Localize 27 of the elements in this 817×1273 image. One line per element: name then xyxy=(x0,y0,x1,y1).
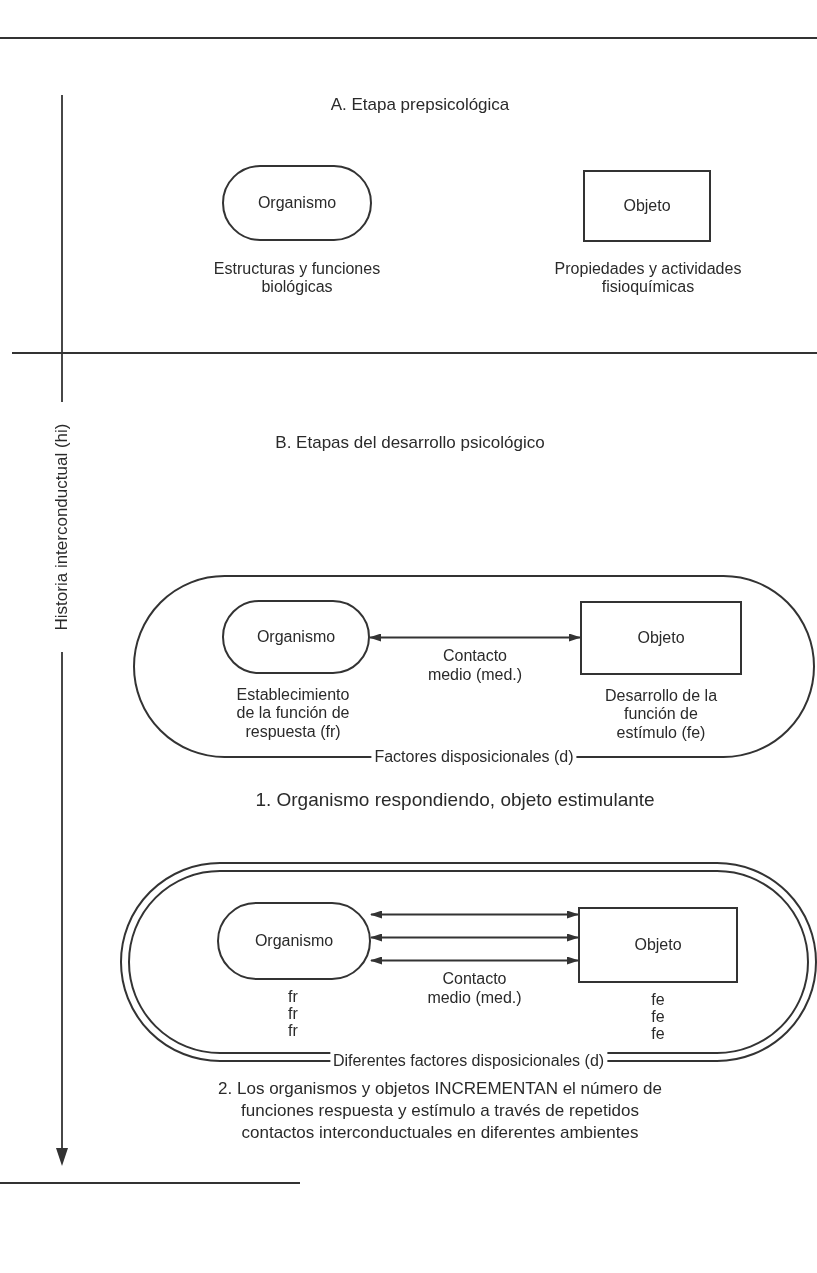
node-label: Organismo xyxy=(256,628,336,646)
node-label: Organismo xyxy=(257,194,337,212)
node-label: Organismo xyxy=(254,932,334,950)
node-label: Objeto xyxy=(634,936,682,954)
node-caption: fr xyxy=(287,1022,299,1041)
double-arrow xyxy=(369,633,581,642)
section-heading: A. Etapa prepsicológica xyxy=(329,94,511,116)
node-caption: Desarrollo de la función de estímulo (fe) xyxy=(603,687,719,743)
node-caption: fe xyxy=(650,991,666,1010)
frame-label: Factores disposicionales (d) xyxy=(371,747,577,767)
axis-label: Historia interconductual (hi) xyxy=(52,422,72,633)
node-caption: fr xyxy=(287,988,299,1007)
double-arrow xyxy=(370,933,579,942)
section-heading: B. Etapas del desarrollo psicológico xyxy=(274,432,546,454)
figure-caption: 2. Los organismos y objetos INCREMENTAN el número de funciones respuesta y estímulo a través de repetidos contactos interconductuales en diferentes ambientes xyxy=(217,1078,663,1145)
figure-caption: 1. Organismo respondiendo, objeto estimulante xyxy=(254,788,656,812)
node-caption: Estructuras y funciones biológicas xyxy=(212,260,382,297)
double-arrow xyxy=(370,910,579,919)
node-caption: fr xyxy=(287,1005,299,1024)
node-caption: fe xyxy=(650,1025,666,1044)
node-caption: Establecimiento de la función de respuesta (fr) xyxy=(235,686,351,742)
double-arrow xyxy=(370,956,579,965)
node-caption: fe xyxy=(650,1008,666,1027)
node-caption: Propiedades y actividades fisioquímicas xyxy=(553,260,743,297)
frame-label: Diferentes factores disposicionales (d) xyxy=(329,1051,608,1071)
node-label: Objeto xyxy=(623,197,671,215)
node-label: Objeto xyxy=(637,629,685,647)
